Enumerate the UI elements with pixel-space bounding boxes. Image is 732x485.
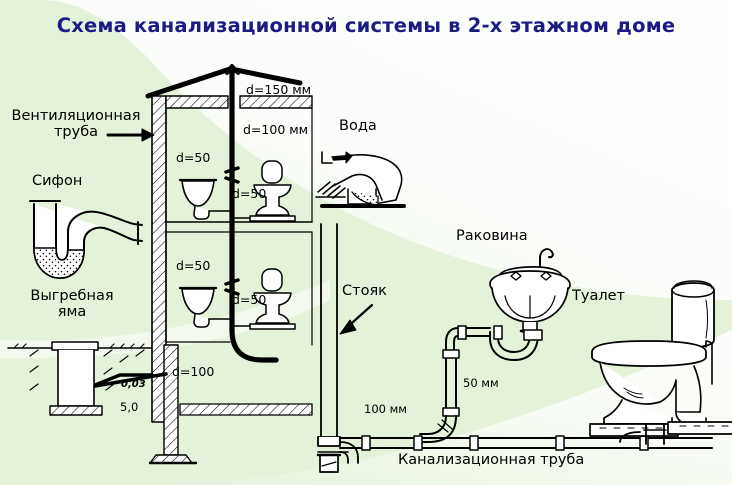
- label-water: Вода: [339, 118, 377, 134]
- toilet-icon: [589, 280, 732, 445]
- water-seal-icon: [315, 151, 406, 208]
- dim-toilet-floor1: d=50: [232, 292, 267, 307]
- dim-branch-50: 50 мм: [463, 376, 499, 390]
- label-sink: Раковина: [456, 228, 528, 244]
- dim-main-100: 100 мм: [364, 402, 407, 416]
- label-toilet: Туалет: [572, 288, 625, 304]
- label-stack: Стояк: [342, 283, 387, 299]
- vent-stack-pipe: [224, 64, 279, 363]
- label-siphon: Сифон: [32, 173, 83, 189]
- dim-sink-floor1: d=50: [176, 258, 211, 273]
- arrow-down-left-icon: [339, 303, 374, 335]
- riser-pipe: [316, 223, 359, 473]
- sink-icon: [178, 178, 233, 220]
- sink-icon: [178, 286, 233, 328]
- dim-toilet-floor2: d=50: [232, 186, 267, 201]
- label-vent-pipe: Вентиляционная труба: [11, 108, 141, 141]
- dim-length: 5,0: [120, 400, 139, 414]
- p-trap-icon: [29, 200, 143, 279]
- dim-vent-d150: d=150 мм: [246, 82, 312, 97]
- sewer-pipe-main: [339, 435, 713, 451]
- sink-icon: [489, 248, 571, 333]
- label-sewer-pipe: Канализационная труба: [398, 452, 585, 468]
- dim-slope: 0,03: [121, 379, 146, 390]
- label-cesspit: Выгребная яма: [30, 288, 114, 321]
- page-title: Схема канализационной системы в 2-х этаж…: [56, 14, 676, 37]
- dim-outlet-d100: d=100: [172, 364, 215, 379]
- dim-stack-d100: d=100 мм: [243, 122, 309, 137]
- dim-sink-floor2: d=50: [176, 150, 211, 165]
